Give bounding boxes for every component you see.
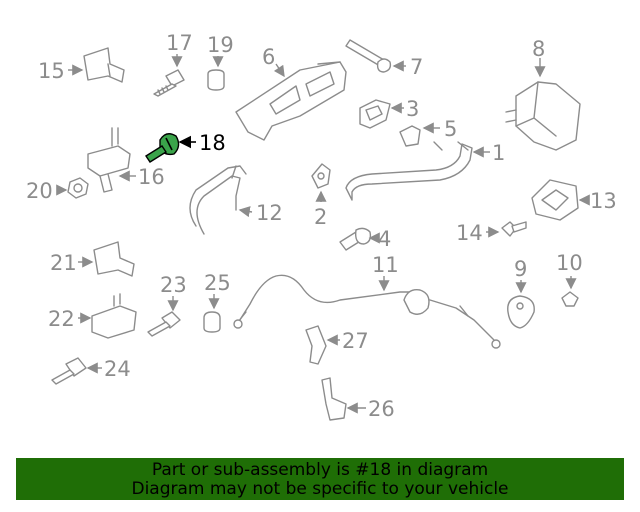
part-12-arrow — [238, 206, 253, 218]
part-25-cap[interactable] — [203, 311, 221, 333]
part-23-label: 23 — [160, 273, 187, 297]
part-11-label: 11 — [372, 253, 399, 277]
part-4-label: 4 — [378, 227, 391, 251]
part-18-label: 18 — [199, 131, 226, 155]
part-24-bolt[interactable] — [51, 357, 87, 385]
part-10-clip[interactable] — [561, 291, 579, 307]
part-11-cable[interactable] — [233, 274, 501, 349]
part-8-latch[interactable] — [505, 81, 581, 151]
part-14-screw[interactable] — [501, 221, 527, 237]
part-26-label: 26 — [368, 397, 395, 421]
part-19-cap[interactable] — [207, 69, 225, 91]
part-2-label: 2 — [314, 205, 327, 229]
part-15-clip[interactable] — [83, 47, 125, 83]
part-5-label: 5 — [444, 117, 457, 141]
part-21-clip[interactable] — [93, 241, 135, 277]
part-14-label: 14 — [456, 221, 483, 245]
part-23-bolt[interactable] — [147, 311, 181, 337]
part-4-bolt[interactable] — [339, 227, 372, 251]
part-13-striker[interactable] — [531, 179, 579, 221]
part-18-bolt-highlighted[interactable] — [145, 133, 180, 163]
banner-line-1: Part or sub-assembly is #18 in diagram — [151, 460, 489, 480]
part-22-label: 22 — [48, 307, 75, 331]
part-17-bolt[interactable] — [153, 69, 185, 97]
part-20-nut[interactable] — [67, 177, 89, 199]
part-9-label: 9 — [514, 257, 527, 281]
part-13-label: 13 — [590, 189, 617, 213]
part-8-label: 8 — [532, 37, 545, 61]
banner-line-2: Diagram may not be specific to your vehi… — [131, 479, 509, 499]
part-7-stud[interactable] — [345, 39, 392, 73]
part-6-label: 6 — [262, 45, 275, 69]
part-7-label: 7 — [410, 55, 423, 79]
part-21-label: 21 — [50, 251, 77, 275]
part-25-label: 25 — [204, 271, 231, 295]
part-16-bracket[interactable] — [87, 127, 131, 193]
part-12-label: 12 — [256, 201, 283, 225]
part-16-label: 16 — [138, 165, 165, 189]
part-2-cover[interactable] — [311, 163, 331, 189]
part-22-block[interactable] — [91, 293, 137, 339]
part-6-arrow — [273, 63, 285, 78]
part-10-label: 10 — [556, 251, 583, 275]
part-27-bracket[interactable] — [305, 325, 327, 365]
part-3-label: 3 — [406, 97, 419, 121]
part-15-label: 15 — [38, 59, 65, 83]
part-3-gasket[interactable] — [359, 99, 391, 129]
part-24-label: 24 — [104, 357, 131, 381]
part-1-outside-handle[interactable] — [345, 141, 473, 201]
part-26-bracket[interactable] — [321, 377, 347, 421]
info-banner: Part or sub-assembly is #18 in diagram D… — [16, 458, 624, 500]
part-17-label: 17 — [166, 31, 193, 55]
part-19-label: 19 — [207, 33, 234, 57]
part-9-grommet[interactable] — [507, 295, 535, 329]
part-1-label: 1 — [492, 141, 505, 165]
part-12-seal[interactable] — [189, 165, 247, 235]
part-5-pad[interactable] — [399, 125, 421, 147]
part-27-label: 27 — [342, 329, 369, 353]
part-6-handle-reinforcement[interactable] — [235, 61, 347, 141]
parts-diagram: 15 17 19 6 7 8 3 — [26, 31, 617, 421]
part-20-label: 20 — [26, 179, 53, 203]
